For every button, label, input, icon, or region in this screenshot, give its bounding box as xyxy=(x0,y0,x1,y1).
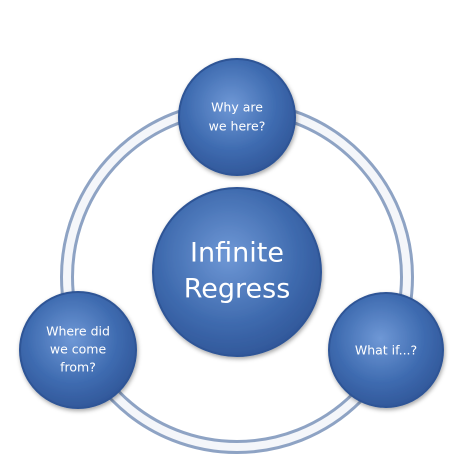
node-top-label-line-2: we here? xyxy=(209,119,266,134)
node-top: Why are we here? xyxy=(178,58,296,176)
node-right: What if...? xyxy=(328,292,444,408)
center-node-circle xyxy=(152,187,322,357)
node-left-label-line-1: Where did xyxy=(46,324,110,339)
node-top-circle xyxy=(178,58,296,176)
center-node-label-line-2: Regress xyxy=(184,274,291,305)
node-left-label-line-3: from? xyxy=(60,360,96,375)
node-left-label-line-2: we come xyxy=(50,342,107,357)
node-left: Where did we come from? xyxy=(19,291,137,409)
center-node-label-line-1: Infinite xyxy=(190,238,284,269)
node-top-label-line-1: Why are xyxy=(211,100,263,115)
center-node: Infinite Regress xyxy=(152,187,322,357)
node-left-circle xyxy=(19,291,137,409)
node-right-circle xyxy=(328,292,444,408)
node-right-label-line-1: What if...? xyxy=(355,343,417,358)
